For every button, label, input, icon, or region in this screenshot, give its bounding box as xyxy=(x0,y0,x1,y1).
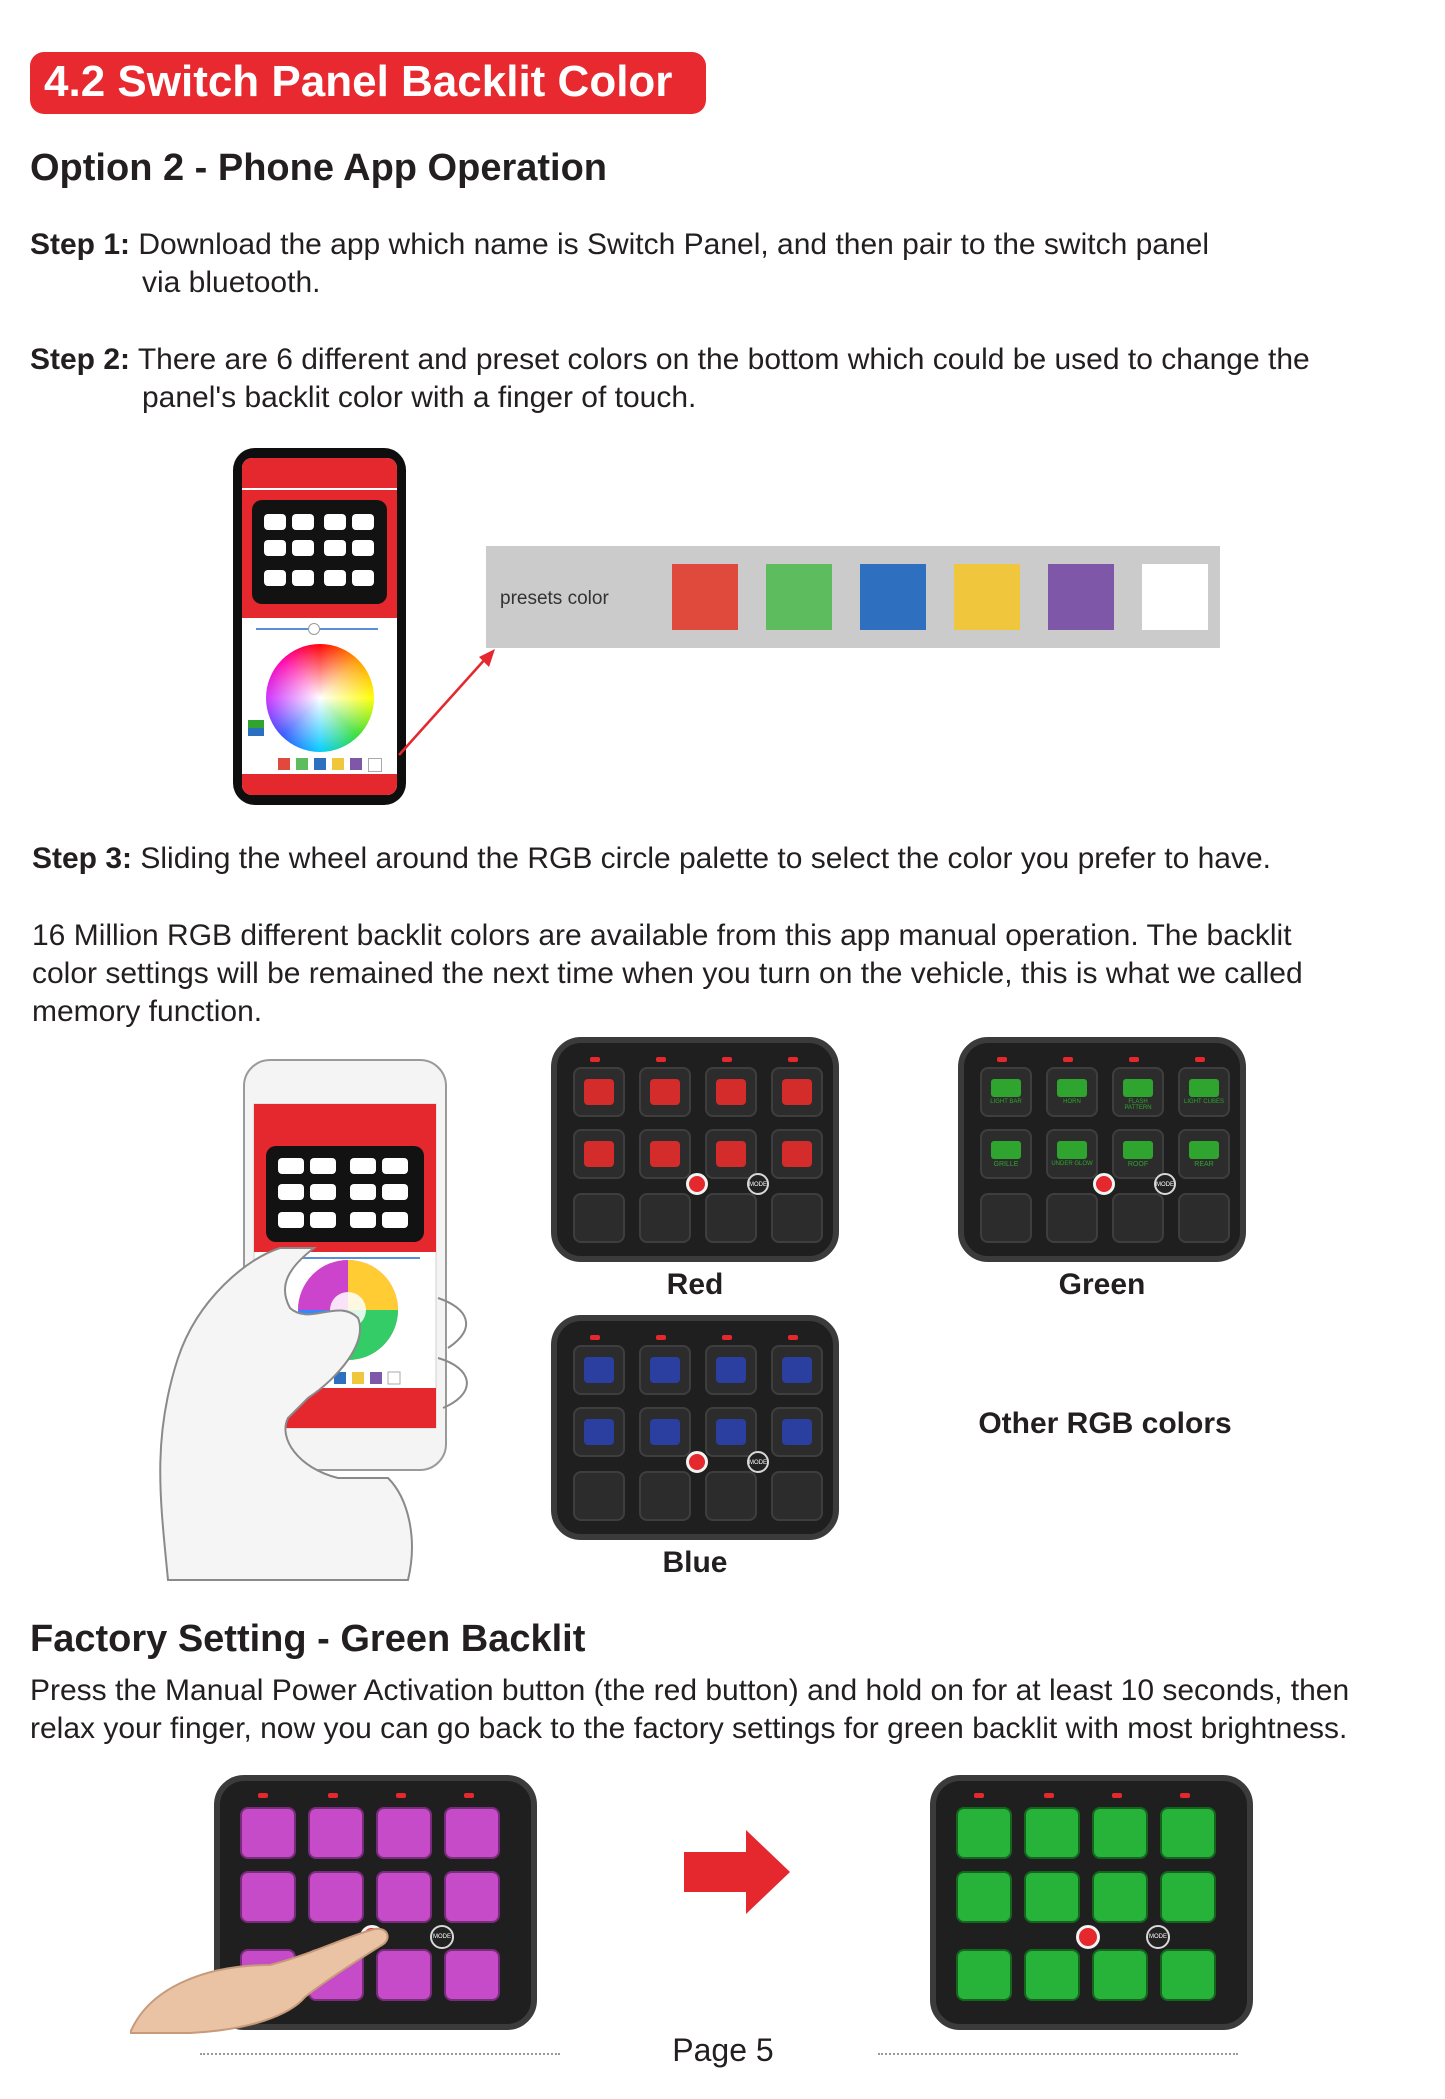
power-button[interactable] xyxy=(1076,1925,1100,1949)
step-1: Step 1: Download the app which name is S… xyxy=(30,226,1430,299)
app-top-bar xyxy=(242,458,397,488)
factory-line-1: Press the Manual Power Activation button… xyxy=(30,1674,1350,1707)
mode-button[interactable]: MODE xyxy=(1146,1925,1170,1949)
phone-app-illustration xyxy=(233,448,406,805)
icon-label-rear: REAR xyxy=(1194,1161,1214,1168)
caption-green: Green xyxy=(1058,1268,1146,1301)
section-title-badge: 4.2 Switch Panel Backlit Color xyxy=(30,52,706,114)
icon-label-grille: GRILLE xyxy=(993,1161,1019,1168)
power-button[interactable] xyxy=(686,1451,708,1473)
icon-label-horn: HORN xyxy=(1063,1099,1081,1105)
power-button[interactable] xyxy=(1093,1173,1115,1195)
memory-paragraph: 16 Million RGB different backlit colors … xyxy=(32,917,1432,1031)
app-bottom-nav xyxy=(242,774,397,795)
step-3-label: Step 3: xyxy=(32,842,133,875)
icon-label-under-glow: UNDER GLOW xyxy=(1051,1161,1093,1167)
step-1-text-line1: Download the app which name is Switch Pa… xyxy=(138,228,1210,261)
switch-panel-factory-green: MODE xyxy=(930,1775,1253,2030)
step-2-text-line1: There are 6 different and preset colors … xyxy=(137,343,1310,376)
switch-panel-green: LIGHT BAR HORN FLASH PATTERN LIGHT CUBES… xyxy=(958,1037,1246,1262)
switch-panel-red: MODE xyxy=(551,1037,839,1262)
switch-panel-blue: MODE xyxy=(551,1315,839,1540)
step-2-label: Step 2: xyxy=(30,343,131,376)
icon-label-roof: ROOF xyxy=(1127,1161,1149,1168)
presets-color-bar: presets color xyxy=(486,546,1220,648)
finger-pressing-illustration xyxy=(130,1927,389,2034)
power-button[interactable] xyxy=(686,1173,708,1195)
preset-swatch-blue[interactable] xyxy=(860,564,926,630)
step-3-text: Sliding the wheel around the RGB circle … xyxy=(140,842,1272,875)
presets-label: presets color xyxy=(500,588,609,609)
caption-other-rgb: Other RGB colors xyxy=(978,1407,1232,1440)
pointer-arrow-icon xyxy=(398,649,495,756)
preset-swatch-green[interactable] xyxy=(766,564,832,630)
footer-rule-left xyxy=(200,2053,560,2055)
rgb-color-wheel xyxy=(266,644,374,752)
preset-swatch-white[interactable] xyxy=(1142,564,1208,630)
preset-swatch-yellow[interactable] xyxy=(954,564,1020,630)
memory-line-2: color settings will be remained the next… xyxy=(32,957,1303,990)
icon-label-light-cubes: LIGHT CUBES xyxy=(1184,1099,1224,1105)
option-heading: Option 2 - Phone App Operation xyxy=(30,147,608,189)
factory-heading: Factory Setting - Green Backlit xyxy=(30,1618,586,1660)
caption-red: Red xyxy=(666,1268,724,1301)
hand-holding-phone-illustration xyxy=(159,1059,468,1581)
mode-button[interactable]: MODE xyxy=(747,1173,769,1195)
step-1-label: Step 1: xyxy=(30,228,131,261)
step-1-text-line2: via bluetooth. xyxy=(142,266,321,299)
page-number: Page 5 xyxy=(672,2032,774,2068)
memory-line-1: 16 Million RGB different backlit colors … xyxy=(32,919,1292,952)
section-title: 4.2 Switch Panel Backlit Color xyxy=(44,57,673,106)
preset-swatch-purple[interactable] xyxy=(1048,564,1114,630)
step-2-text-line2: panel's backlit color with a finger of t… xyxy=(142,381,697,414)
icon-label-flash-pattern: FLASH PATTERN xyxy=(1124,1099,1152,1111)
arrow-right-icon xyxy=(684,1830,790,1914)
factory-line-2: relax your finger, now you can go back t… xyxy=(30,1712,1348,1745)
brightness-slider-thumb xyxy=(308,623,320,635)
mode-button[interactable]: MODE xyxy=(747,1451,769,1473)
memory-line-3: memory function. xyxy=(32,995,263,1028)
caption-blue: Blue xyxy=(662,1546,728,1579)
app-side-swatch xyxy=(248,720,264,736)
step-3: Step 3: Sliding the wheel around the RGB… xyxy=(32,840,1432,878)
step-2: Step 2: There are 6 different and preset… xyxy=(30,341,1440,414)
mode-button[interactable]: MODE xyxy=(1154,1173,1176,1195)
mode-button[interactable]: MODE xyxy=(430,1925,454,1949)
icon-label-light-bar: LIGHT BAR xyxy=(990,1099,1022,1105)
app-panel-preview xyxy=(252,500,387,604)
footer-rule-right xyxy=(878,2053,1238,2055)
preset-swatch-red[interactable] xyxy=(672,564,738,630)
phone-screen xyxy=(242,458,397,795)
factory-paragraph: Press the Manual Power Activation button… xyxy=(30,1672,1440,1748)
